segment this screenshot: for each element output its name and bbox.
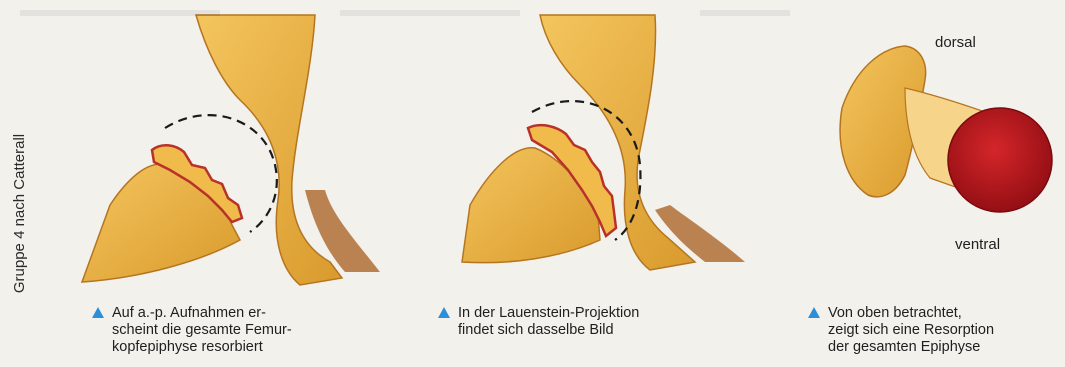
caption-lauenstein: In der Lauenstein-Projektion findet sich… xyxy=(438,305,639,339)
background-texture xyxy=(20,10,790,16)
caption-ap-text: Auf a.-p. Aufnahmen er- scheint die gesa… xyxy=(112,305,292,356)
caption-ap: Auf a.-p. Aufnahmen er- scheint die gesa… xyxy=(92,305,292,356)
caption-lauenstein-text: In der Lauenstein-Projektion findet sich… xyxy=(458,305,639,339)
caption-top-view-text: Von oben betrachtet, zeigt sich eine Res… xyxy=(828,305,994,356)
group-label: Gruppe 4 nach Catterall xyxy=(8,118,32,308)
triangle-marker-icon xyxy=(808,307,820,318)
panel-top-view xyxy=(840,46,1052,212)
group-label-text: Gruppe 4 nach Catterall xyxy=(12,133,29,292)
label-ventral: ventral xyxy=(955,236,1000,253)
caption-top-view: Von oben betrachtet, zeigt sich eine Res… xyxy=(808,305,994,356)
panel-ap-view xyxy=(82,15,380,285)
label-dorsal: dorsal xyxy=(935,34,976,51)
triangle-marker-icon xyxy=(92,307,104,318)
triangle-marker-icon xyxy=(438,307,450,318)
resorbed-epiphysis xyxy=(948,108,1052,212)
panel-lauenstein-view xyxy=(462,15,745,270)
